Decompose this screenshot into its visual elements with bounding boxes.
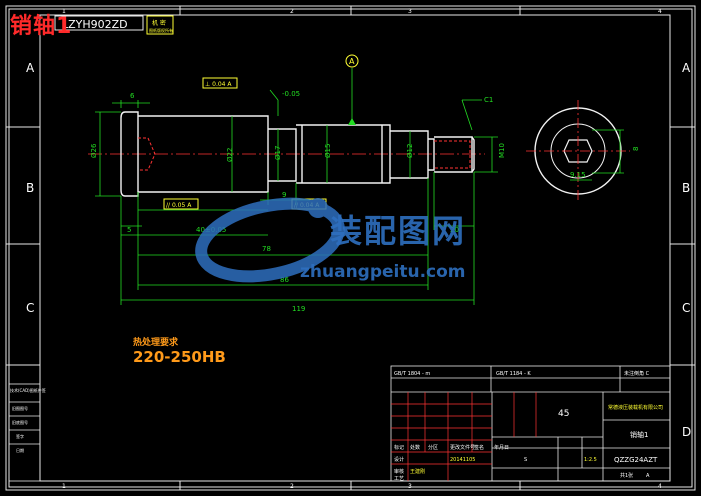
- watermark-logo: [195, 197, 345, 283]
- dim-hex-depth: 9.15: [570, 171, 586, 179]
- row-process: 工艺: [394, 476, 404, 482]
- secret-stamp-line1: 机 密: [152, 19, 166, 27]
- watermark-url: zhuangpeitu.com: [300, 262, 466, 282]
- header-mark: 标记: [394, 444, 404, 451]
- zone-number-bottom-3: 3: [408, 483, 412, 490]
- title-block: [390, 365, 671, 482]
- dim-head-length: 6: [130, 92, 135, 100]
- dim-length-78: 78: [262, 245, 271, 253]
- left-stamp-2: 旧图图号: [12, 405, 28, 411]
- design-date: 20141105: [450, 457, 475, 463]
- datum-label: A: [349, 57, 355, 66]
- pin-outline: [120, 111, 475, 197]
- top-code-box: [54, 15, 144, 31]
- hardness-note: 热处理要求 220-250HB: [133, 335, 226, 366]
- zone-letter-left-c: C: [26, 301, 34, 315]
- zone-number-bottom-1: 1: [62, 483, 66, 490]
- row-design: 设计: [394, 456, 404, 463]
- quantity: 45: [558, 409, 569, 419]
- sheet-label: 共1张: [620, 472, 633, 479]
- zone-letter-left-b: B: [26, 181, 34, 195]
- datum-triangle: [348, 118, 356, 125]
- zone-letter-right-d: D: [682, 425, 691, 439]
- part-name: 销轴1: [630, 430, 648, 439]
- header-sign: 签名: [474, 444, 484, 451]
- zone-number-top-2: 2: [290, 8, 294, 15]
- dim-step-diameter: Ø17: [274, 146, 282, 160]
- left-stamp-5: 日期: [16, 447, 24, 453]
- zone-letter-left-a: A: [26, 61, 35, 75]
- left-stamp-table: [8, 383, 41, 482]
- watermark-text: 装配图网: [330, 212, 467, 250]
- secret-stamp-box: [146, 15, 174, 35]
- zone-letter-right-b: B: [682, 181, 690, 195]
- zone-number-top-1: 1: [62, 8, 66, 15]
- standard-1: GB/T 1804 - m: [394, 371, 430, 377]
- row-review: 审核: [394, 468, 404, 475]
- hardness-label: 热处理要求: [133, 338, 179, 348]
- zone-number-top-3: 3: [408, 8, 412, 15]
- standard-2: GB/T 1184 - K: [496, 371, 531, 377]
- left-stamp-4: 签字: [16, 433, 24, 439]
- part-stamp: 销轴1: [10, 14, 73, 39]
- dim-length-119: 119: [292, 305, 305, 313]
- parallelism-tol-1: // 0.05 A: [166, 202, 192, 209]
- dim-length-9: 9: [282, 191, 286, 199]
- zone-letter-right-c: C: [682, 301, 690, 315]
- header-change-doc: 更改文件号: [450, 444, 475, 451]
- perpendicularity-frame: [202, 77, 238, 89]
- hex-socket-hidden: [138, 137, 471, 171]
- designer: 王建刚: [410, 468, 425, 475]
- drawing-number: QZZG24AZT: [614, 456, 658, 464]
- header-count: 处数: [410, 444, 420, 451]
- dim-head-diameter: Ø26: [90, 143, 98, 158]
- dim-length-86: 86: [280, 276, 289, 284]
- company-name: 常德液压装载机有限公司: [608, 404, 663, 411]
- dim-neck-diameter: Ø12: [406, 144, 414, 158]
- scale: 1:2.5: [584, 457, 597, 463]
- header-zone: 分区: [428, 444, 438, 451]
- zone-number-bottom-4: 4: [658, 483, 662, 490]
- datum-marker: [345, 54, 359, 68]
- stage-mark: S: [524, 457, 527, 463]
- dim-shank-diameter: Ø22: [226, 148, 234, 162]
- dim-length-20: 20: [450, 226, 459, 234]
- standard-3: 未注倒角 C: [624, 370, 650, 377]
- dim-hex-size: 8: [632, 147, 640, 151]
- secret-stamp-line2: 图纸版权所有: [149, 27, 173, 33]
- dim-tolerance: -0.05: [282, 90, 300, 98]
- zone-number-top-4: 4: [658, 8, 662, 15]
- top-code: LZYH902ZD: [62, 18, 128, 31]
- zone-dividers: [6, 6, 695, 490]
- dim-thread-size: M10: [498, 143, 506, 158]
- dim-main-diameter: Ø15: [324, 144, 332, 158]
- version: A: [646, 473, 650, 479]
- end-view: [526, 100, 630, 202]
- drawing-area-frame: [39, 14, 671, 482]
- header-date: 年月日: [494, 444, 509, 451]
- perpendicularity-tol: ⊥ 0.04 A: [205, 81, 232, 88]
- dim-chamfer: C1: [484, 96, 493, 104]
- left-stamp-1: 技术(CAD)图纸件签: [10, 387, 46, 393]
- zone-letter-right-a: A: [682, 61, 691, 75]
- parallelism-frame-1: [163, 198, 199, 210]
- zone-number-bottom-2: 2: [290, 483, 294, 490]
- hardness-value: 220-250HB: [133, 348, 226, 366]
- left-stamp-3: 旧底图号: [12, 419, 28, 425]
- dim-length-5: 5: [127, 226, 131, 234]
- revision-grid: [391, 392, 537, 481]
